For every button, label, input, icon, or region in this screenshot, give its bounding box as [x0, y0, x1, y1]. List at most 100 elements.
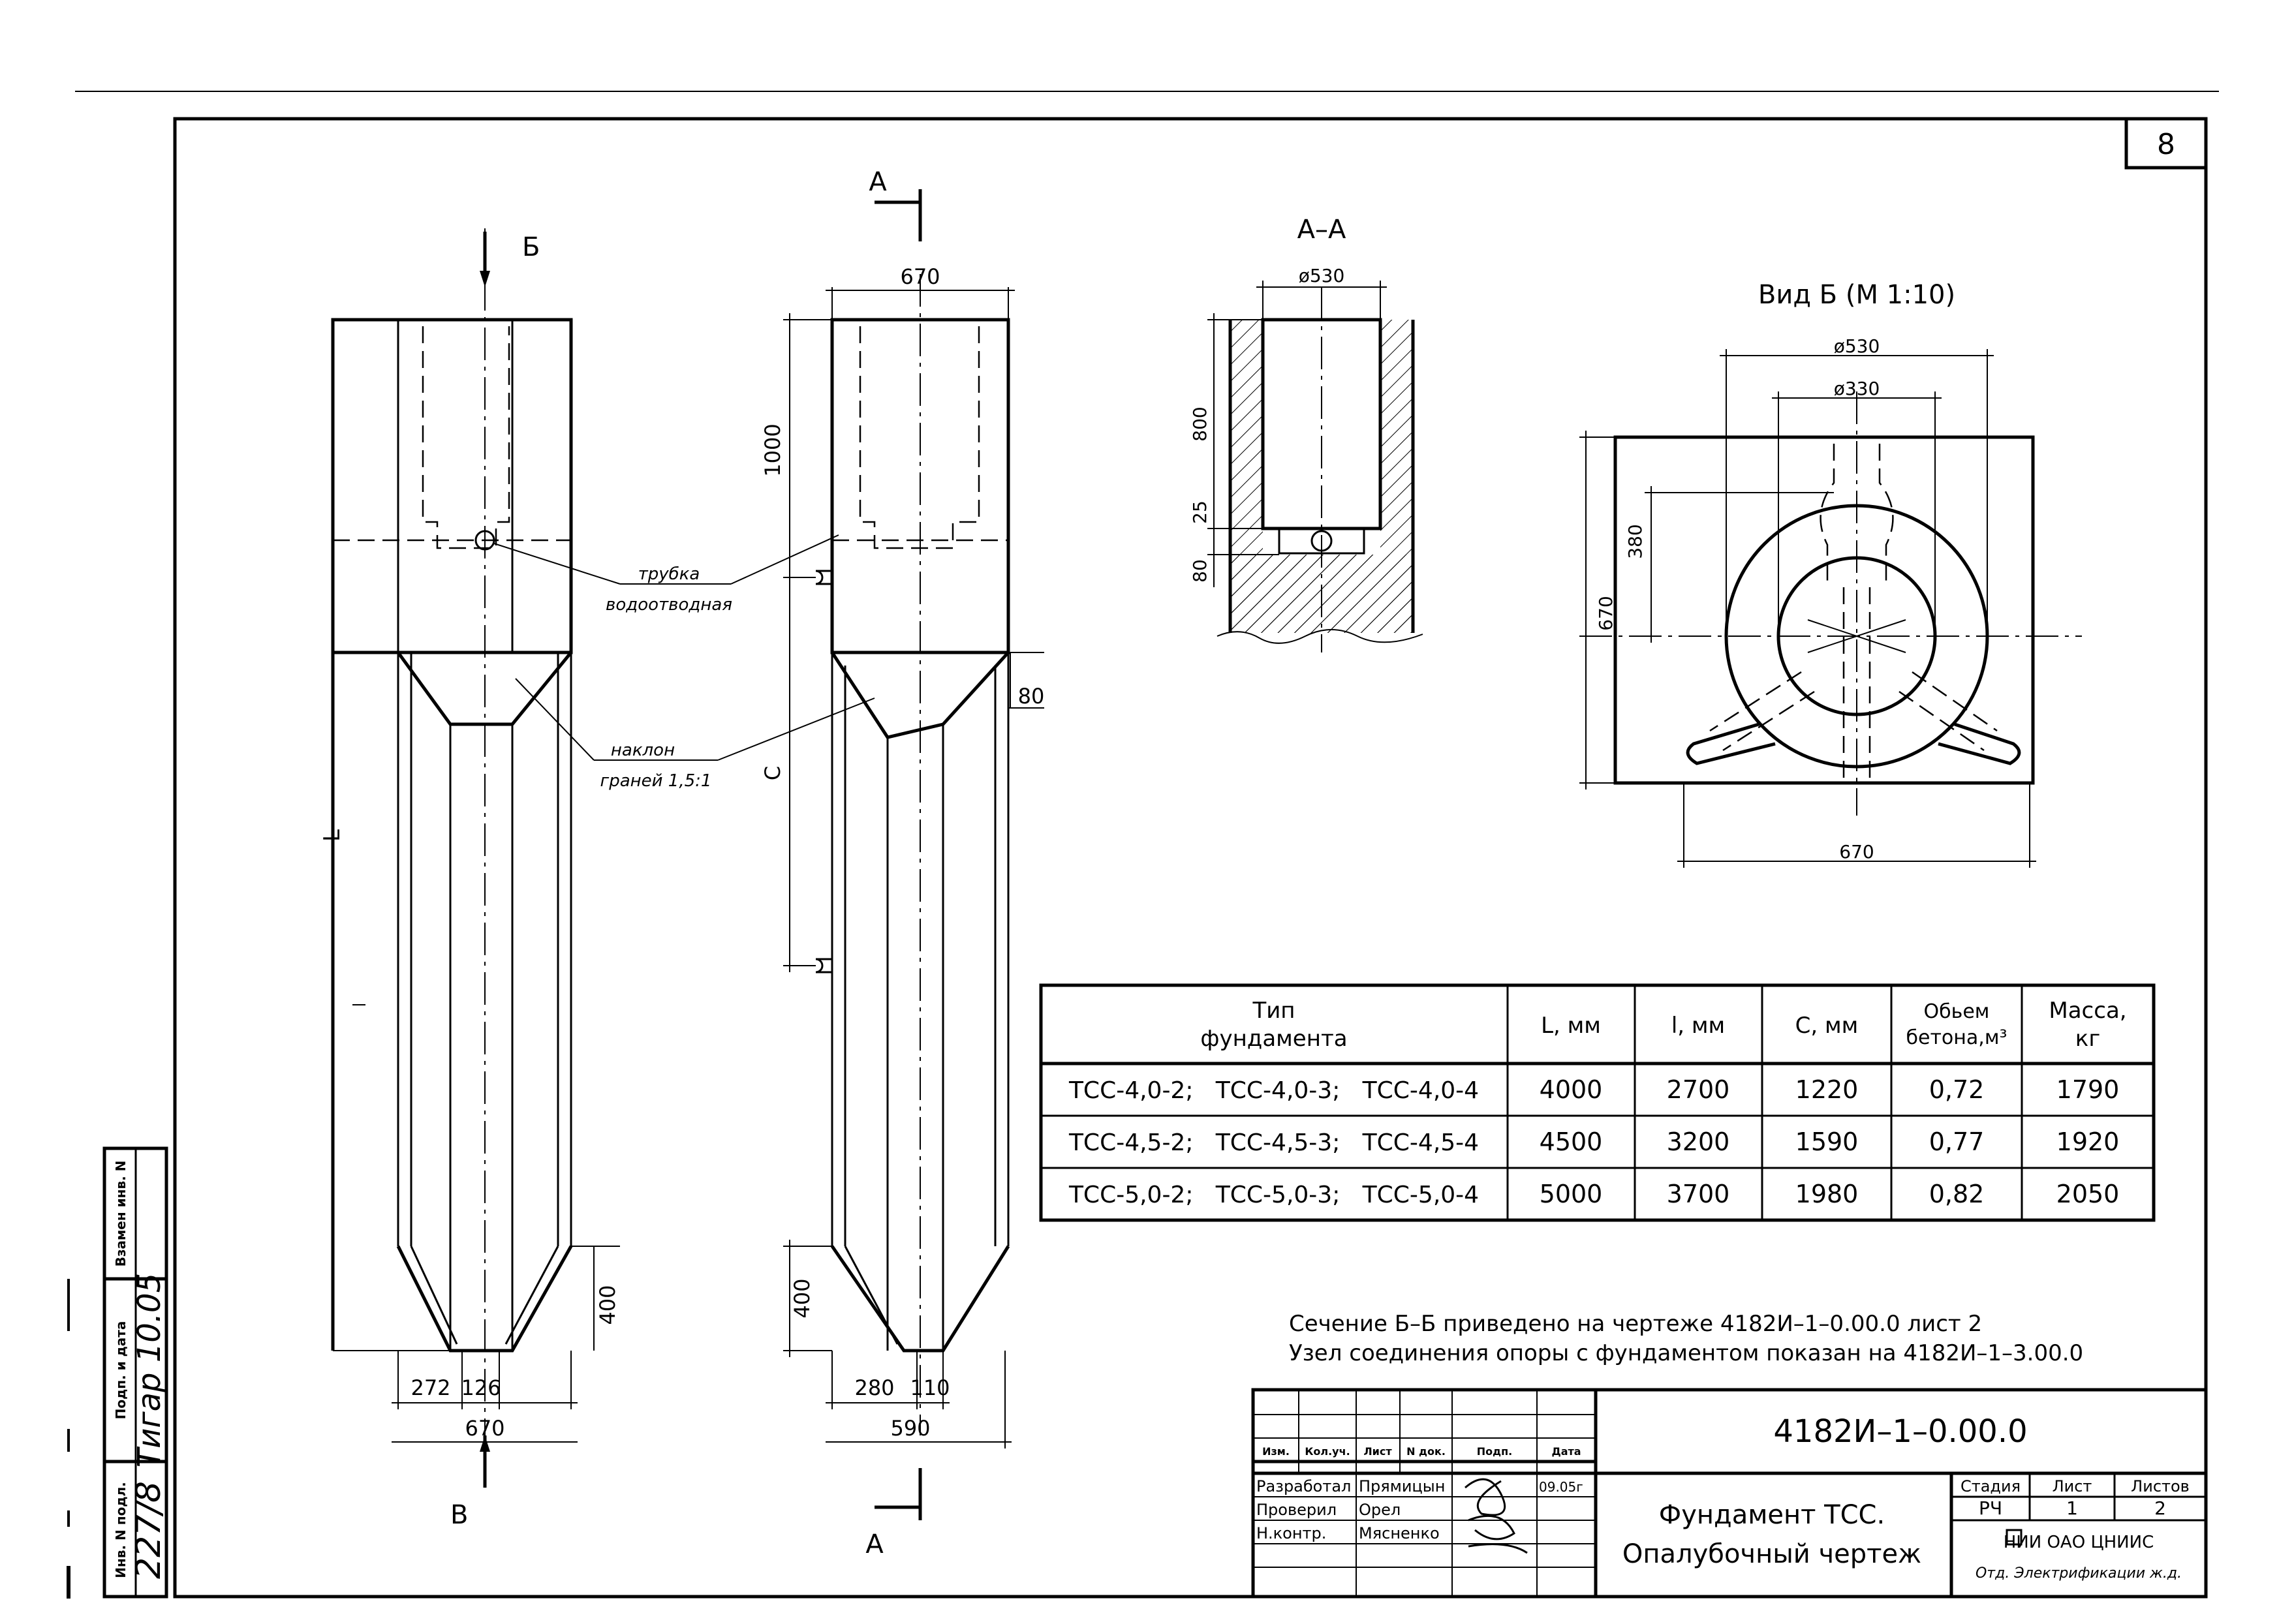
tb-sheet-label: Лист — [2053, 1477, 2092, 1495]
slope-leader — [515, 678, 595, 761]
view-2-elevation — [815, 189, 1010, 1520]
tb-col-koluch: Кол.уч. — [1305, 1445, 1350, 1458]
stamp-sign-date: Тигар 10.05 — [131, 1273, 168, 1467]
view-2-dim-670: 670 — [900, 264, 940, 289]
note-line-2: Узел соединения опоры с фундаментом пока… — [1289, 1340, 2083, 1366]
table-header-volume-line1: Обьем — [1924, 1000, 1990, 1023]
table-header-mass-line1: Масса, — [2049, 998, 2126, 1024]
view-1-dim-670: 670 — [465, 1416, 504, 1441]
view-2-dim-590: 590 — [890, 1416, 930, 1441]
section-aa-dim-dia: ø530 — [1299, 265, 1345, 286]
tb-col-ndok: N док. — [1406, 1445, 1446, 1458]
slope-callout-line1: наклон — [611, 741, 675, 760]
table-header-type-line1: Тип — [1252, 998, 1295, 1024]
table-cell-C: 1220 — [1795, 1075, 1859, 1104]
section-aa-dim-800: 800 — [1189, 406, 1211, 441]
view-2-top-marker: А — [869, 167, 887, 197]
spec-table — [1039, 983, 2156, 1222]
view-1-dim-272: 272 — [411, 1375, 450, 1400]
tb-stage-label: Стадия — [1961, 1477, 2021, 1495]
tb-role-developed: Разработал — [1256, 1477, 1351, 1495]
view-1-dim-L: L — [319, 829, 345, 842]
org-logo-icon — [2006, 1529, 2023, 1546]
view-2-dim-1000: 1000 — [760, 423, 785, 476]
table-header-L: L, мм — [1541, 1013, 1601, 1039]
table-cell-C: 1980 — [1795, 1180, 1859, 1208]
view-2-bottom-marker: А — [865, 1529, 884, 1559]
table-header-type-line2: фундамента — [1200, 1026, 1347, 1052]
drawing-frame — [173, 117, 2208, 1599]
tb-person-2: Орел — [1359, 1501, 1401, 1519]
sheet-number: 8 — [2157, 128, 2175, 161]
tb-person-1: Прямицын — [1359, 1477, 1445, 1495]
table-cell-mass: 1790 — [2056, 1075, 2120, 1104]
table-cell-mass: 1920 — [2056, 1127, 2120, 1156]
tb-role-normcontrol: Н.контр. — [1256, 1524, 1326, 1542]
stamp-label-sign-date: Подп. и дата — [113, 1321, 129, 1420]
table-header-volume-line2: бетона,м³ — [1906, 1026, 2007, 1049]
tb-org-line1: НИИ ОАО ЦНИИС — [2004, 1533, 2154, 1552]
pipe-callout-line1: трубка — [638, 564, 700, 584]
table-cell-type: ТСС-4,5-2; ТСС-4,5-3; ТСС-4,5-4 — [1068, 1129, 1479, 1156]
stamp-inv-no: 227/8 — [129, 1481, 168, 1579]
view-1-bottom-marker: В — [450, 1500, 468, 1530]
title-block — [1251, 1388, 2208, 1599]
tb-date: 09.05г — [1539, 1479, 1583, 1495]
view-b-dim-380: 380 — [1624, 524, 1646, 559]
view-1-top-marker: Б — [522, 232, 540, 262]
table-cell-type: ТСС-5,0-2; ТСС-5,0-3; ТСС-5,0-4 — [1068, 1182, 1479, 1208]
table-cell-type: ТСС-4,0-2; ТСС-4,0-3; ТСС-4,0-4 — [1068, 1077, 1479, 1104]
lug-upper — [815, 570, 832, 585]
table-cell-volume: 0,72 — [1929, 1075, 1985, 1104]
view-2-dim-400: 400 — [790, 1278, 814, 1318]
table-header-l: l, мм — [1671, 1013, 1725, 1039]
table-header-C: C, мм — [1795, 1013, 1859, 1039]
drawing-name-line1: Фундамент ТСС. — [1659, 1500, 1885, 1530]
tb-person-3: Мясненко — [1359, 1524, 1440, 1542]
pipe-callout-line2: водоотводная — [606, 595, 732, 615]
table-cell-L: 4500 — [1540, 1127, 1603, 1156]
section-aa-dim-25: 25 — [1189, 500, 1211, 524]
table-cell-C: 1590 — [1795, 1127, 1859, 1156]
lug-lower — [815, 958, 832, 973]
table-cell-mass: 2050 — [2056, 1180, 2120, 1208]
view-b-dim-330: ø330 — [1834, 378, 1880, 399]
pipe-leader — [493, 543, 621, 585]
tb-col-data: Дата — [1551, 1445, 1581, 1458]
tb-sheets: 2 — [2154, 1497, 2166, 1519]
tb-sheets-label: Листов — [2131, 1477, 2190, 1495]
view-b-title: Вид Б (М 1:10) — [1758, 280, 1955, 310]
view-2-dim-C: C — [760, 766, 785, 780]
drawing-code: 4182И–1–0.00.0 — [1773, 1413, 2027, 1450]
table-cell-volume: 0,77 — [1929, 1127, 1985, 1156]
section-aa-title: А–А — [1297, 215, 1346, 245]
slope-callout-line2: граней 1,5:1 — [600, 771, 712, 791]
view-1-dim-126: 126 — [461, 1375, 501, 1400]
tb-col-izm: Изм. — [1262, 1445, 1290, 1458]
note-line-1: Сечение Б–Б приведено на чертеже 4182И–1… — [1289, 1311, 1982, 1337]
tb-col-list: Лист — [1363, 1445, 1392, 1458]
signature — [1465, 1478, 1528, 1554]
tb-org-line2: Отд. Электрификации ж.д. — [1976, 1565, 2182, 1582]
view-b-dim-530: ø530 — [1834, 335, 1880, 357]
table-cell-l: 3700 — [1667, 1180, 1730, 1208]
view-1-dim-400: 400 — [595, 1285, 620, 1325]
view-b-plan — [1579, 349, 2082, 868]
side-stamp — [67, 1146, 168, 1599]
section-aa — [1207, 281, 1423, 652]
view-2-dim-280: 280 — [854, 1375, 894, 1400]
tb-stage: РЧ — [1979, 1497, 2002, 1519]
tb-col-podp: Подп. — [1477, 1445, 1512, 1458]
section-aa-dim-80: 80 — [1189, 559, 1211, 583]
tb-sheet: 1 — [2066, 1497, 2078, 1519]
table-cell-l: 2700 — [1667, 1075, 1730, 1104]
tb-role-checked: Проверил — [1256, 1501, 1337, 1519]
table-cell-L: 5000 — [1540, 1180, 1603, 1208]
drawing-name-line2: Опалубочный чертеж — [1622, 1539, 1921, 1569]
view-2-dim-110: 110 — [910, 1375, 950, 1400]
table-row: ТСС-5,0-2; ТСС-5,0-3; ТСС-5,0-4 5000 370… — [1068, 1180, 2119, 1208]
view-b-dim-670-v: 670 — [1595, 596, 1617, 630]
table-cell-l: 3200 — [1667, 1127, 1730, 1156]
stamp-label-inv-no: Инв. N подл. — [113, 1482, 129, 1578]
